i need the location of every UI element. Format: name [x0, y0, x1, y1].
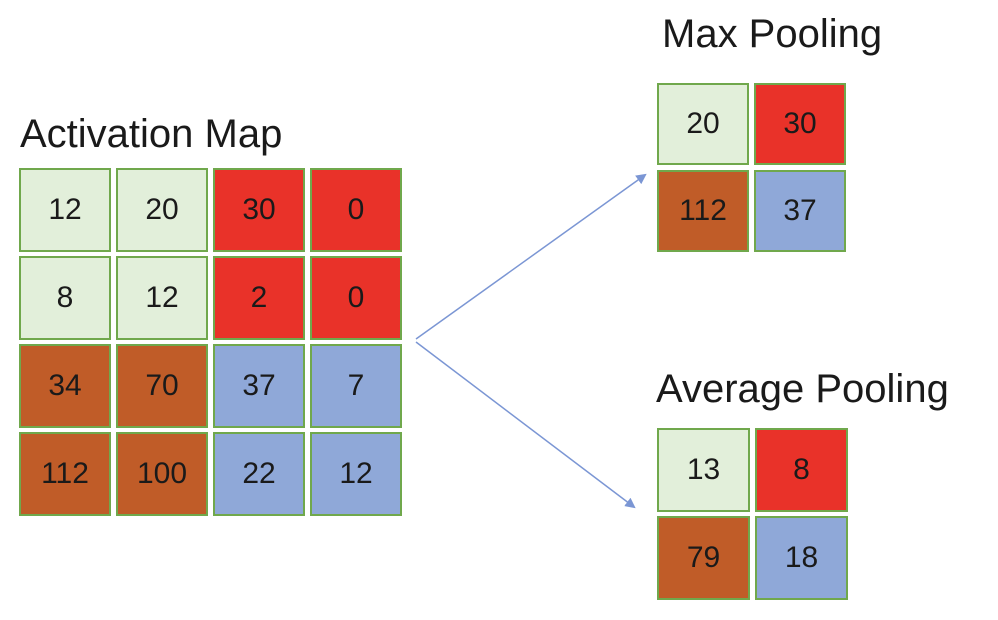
activation-cell-r0-c3: 0 [310, 168, 402, 252]
max-cell-r0-c1: 30 [754, 83, 846, 165]
average-cell-r0-c0: 13 [657, 428, 750, 512]
max-pooling-title: Max Pooling [662, 12, 883, 56]
average-pooling-title: Average Pooling [656, 367, 949, 411]
activation-cell-r2-c1: 70 [116, 344, 208, 428]
activation-cell-r2-c3: 7 [310, 344, 402, 428]
activation-cell-r0-c0: 12 [19, 168, 111, 252]
max-cell-r0-c0: 20 [657, 83, 749, 165]
activation-cell-r3-c2: 22 [213, 432, 305, 516]
activation-cell-r3-c0: 112 [19, 432, 111, 516]
average-pooling-grid: 13 8 79 18 [657, 428, 848, 600]
average-cell-r1-c1: 18 [755, 516, 848, 600]
average-cell-r0-c1: 8 [755, 428, 848, 512]
activation-cell-r3-c3: 12 [310, 432, 402, 516]
activation-map-grid: 12 20 30 0 8 12 2 0 34 70 37 7 112 100 2… [19, 168, 402, 516]
arrow-to-max-pooling [415, 173, 647, 340]
activation-cell-r1-c1: 12 [116, 256, 208, 340]
activation-cell-r2-c2: 37 [213, 344, 305, 428]
activation-cell-r0-c2: 30 [213, 168, 305, 252]
activation-cell-r3-c1: 100 [116, 432, 208, 516]
activation-cell-r0-c1: 20 [116, 168, 208, 252]
max-cell-r1-c0: 112 [657, 170, 749, 252]
max-cell-r1-c1: 37 [754, 170, 846, 252]
activation-cell-r1-c2: 2 [213, 256, 305, 340]
activation-cell-r2-c0: 34 [19, 344, 111, 428]
arrow-to-average-pooling [415, 341, 636, 509]
average-cell-r1-c0: 79 [657, 516, 750, 600]
activation-map-title: Activation Map [20, 112, 283, 156]
activation-cell-r1-c3: 0 [310, 256, 402, 340]
activation-cell-r1-c0: 8 [19, 256, 111, 340]
max-pooling-grid: 20 30 112 37 [657, 83, 846, 252]
